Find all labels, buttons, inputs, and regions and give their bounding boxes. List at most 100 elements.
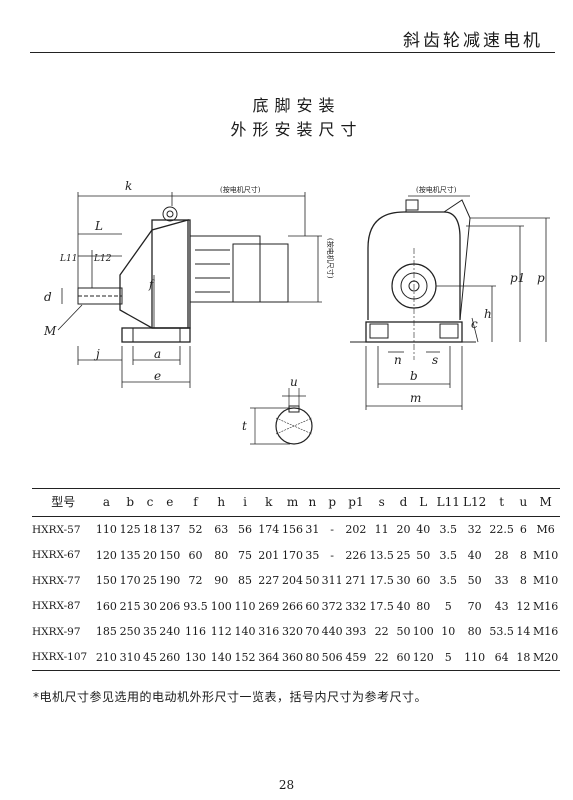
table-cell: 25 [396, 548, 411, 562]
table-cell: 150 [159, 548, 181, 562]
table-cell: 5 [435, 644, 462, 671]
table-cell: 50 [396, 625, 411, 639]
column-header: c [142, 488, 158, 517]
table-cell: 63 [214, 523, 229, 537]
table-cell: M6 [536, 523, 555, 537]
model-cell: HXRX-87 [32, 600, 81, 613]
table-cell: 72 [188, 574, 203, 588]
table-cell: 22.5 [489, 523, 514, 537]
table-cell: 160 [95, 599, 117, 613]
table-cell: M20 [531, 644, 560, 671]
column-header: u [515, 488, 532, 517]
table-cell: 43 [494, 599, 509, 613]
column-header: t [487, 488, 516, 517]
column-header: L12 [461, 488, 488, 517]
column-header: n [304, 488, 321, 517]
table-cell: 269 [258, 599, 280, 613]
label-t: t [242, 419, 247, 433]
table-cell: 130 [181, 644, 210, 671]
column-header: k [256, 488, 281, 517]
table-cell: 185 [95, 625, 117, 639]
table-cell: 8 [519, 548, 527, 562]
table-cell: 53.5 [489, 625, 514, 639]
table-cell: 93.5 [183, 599, 208, 613]
table-cell: M16 [533, 625, 559, 639]
table-cell: 64 [487, 644, 516, 671]
table-cell: 70 [305, 625, 320, 639]
table-cell: 110 [234, 599, 256, 613]
column-header: i [233, 488, 257, 517]
side-view [77, 206, 289, 343]
table-cell: 3.5 [439, 523, 458, 537]
table-cell: 56 [238, 523, 253, 537]
table-cell: M10 [533, 574, 559, 588]
table-cell: 140 [234, 625, 256, 639]
side-dimensions [57, 192, 322, 388]
table-cell: 60 [395, 644, 412, 671]
table-cell: 20 [396, 523, 411, 537]
table-cell: 35 [142, 625, 157, 639]
table-cell: 90 [214, 574, 229, 588]
column-header: 型号 [32, 488, 95, 517]
end-dimensions [365, 195, 550, 410]
table-cell: 120 [411, 644, 436, 671]
table-cell: 80 [304, 644, 321, 671]
table-cell: 202 [345, 523, 367, 537]
label-j: j [93, 347, 100, 361]
table-cell: 372 [321, 599, 343, 613]
table-cell: 13.5 [369, 548, 394, 562]
table-cell: 170 [282, 548, 304, 562]
label-f: f [148, 278, 155, 291]
table-cell: 52 [188, 523, 203, 537]
table-cell: 506 [320, 644, 345, 671]
label-M: M [43, 324, 57, 338]
label-L12: L12 [93, 254, 112, 264]
label-motor-size-top: (按电机尺寸) [220, 185, 261, 194]
table-cell: 30 [396, 574, 411, 588]
keyway-detail [250, 388, 313, 445]
table-cell: 33 [494, 574, 509, 588]
table-cell: 116 [185, 625, 207, 639]
table-cell: 152 [233, 644, 257, 671]
table-cell: 17.5 [369, 599, 394, 613]
table-cell: 80 [467, 625, 482, 639]
table-cell: 271 [345, 574, 367, 588]
table-cell: 35 [305, 548, 320, 562]
table-cell: 170 [119, 574, 141, 588]
label-a: a [154, 347, 161, 361]
page-number: 28 [278, 778, 295, 792]
table-cell: 70 [467, 599, 482, 613]
column-header: a [94, 488, 119, 517]
table-cell: 3.5 [439, 548, 458, 562]
page-subtitle: 外形安装尺寸 [230, 120, 363, 139]
table-cell: 18 [515, 644, 532, 671]
label-L11: L11 [59, 254, 77, 264]
model-cell: HXRX-57 [32, 523, 81, 536]
table-cell: 190 [159, 574, 181, 588]
column-header: L11 [435, 488, 462, 517]
table-cell: 459 [344, 644, 368, 671]
table-cell: 360 [280, 644, 305, 671]
table-cell: 332 [345, 599, 367, 613]
table-cell: 22 [374, 625, 389, 639]
table-cell: 32 [467, 523, 482, 537]
column-header: d [395, 488, 412, 517]
label-h: h [484, 307, 492, 321]
label-b: b [410, 369, 418, 383]
table-cell: 311 [321, 574, 343, 588]
table-cell: 393 [345, 625, 367, 639]
page-title: 底脚安装 [252, 96, 341, 115]
table-cell: 210 [94, 644, 119, 671]
table-cell: 45 [142, 644, 158, 671]
label-motor-size-side: (按电机尺寸) [326, 238, 335, 279]
label-p1: p1 [510, 271, 525, 285]
table-cell: 240 [159, 625, 181, 639]
